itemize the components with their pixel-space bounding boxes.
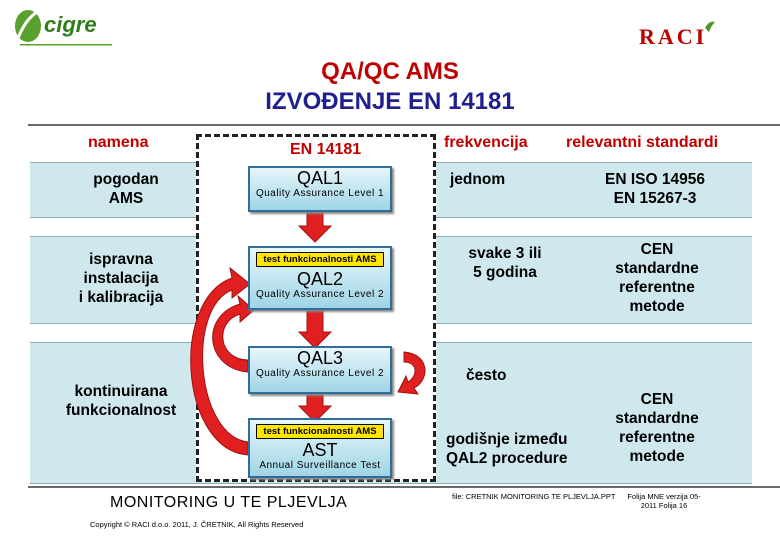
raci-logo: RACI — [635, 18, 720, 49]
ast-title: AST — [302, 440, 338, 460]
raci-logo-text: RACI — [639, 24, 707, 48]
col-head-namena: namena — [88, 134, 149, 151]
title-line-1: QA/QC AMS — [321, 58, 459, 85]
arrow-down-1 — [297, 211, 333, 243]
file-name: file: CRETNIK MONITORING TE PLJEVLJA.PPT — [452, 492, 616, 501]
top-divider — [28, 124, 780, 126]
arrow-loop-left-2 — [212, 294, 255, 373]
row3-frekvencija-top: često — [466, 367, 507, 384]
ast-test-label: test funkcionalnosti AMS — [256, 424, 384, 439]
footer-title: MONITORING U TE PLJEVLJA — [110, 494, 348, 511]
title-line-2: IZVOĐENJE EN 14181 — [265, 88, 515, 115]
col-head-en: EN 14181 — [290, 141, 362, 159]
copyright: Copyright © RACI d.o.o. 2011, J. ČRETNIK… — [90, 520, 304, 529]
qal2-box: test funkcionalnosti AMS QAL2 Quality As… — [248, 246, 392, 310]
ast-sub: Annual Surveillance Test — [259, 460, 381, 471]
qal2-sub: Quality Assurance Level 2 — [255, 289, 385, 300]
cigre-logo: cigre — [8, 4, 118, 50]
arrow-loop-right — [397, 351, 426, 395]
qal2-test-label: test funkcionalnosti AMS — [256, 252, 384, 267]
qal3-title: QAL3 — [296, 348, 344, 368]
qal1-sub: Quality Assurance Level 1 — [255, 188, 385, 199]
col-head-standardi: relevantni standardi — [566, 134, 719, 151]
bottom-divider — [28, 486, 780, 488]
cigre-logo-text: cigre — [44, 12, 97, 37]
qal2-title: QAL2 — [296, 269, 344, 289]
qal1-box: QAL1 Quality Assurance Level 1 — [248, 166, 392, 212]
col-head-frekvencija: frekvencija — [444, 134, 528, 151]
page-info: Folija MNE verzija 05- 2011 Folija 16 — [627, 492, 701, 510]
arrow-down-3 — [297, 391, 333, 423]
qal3-box: QAL3 Quality Assurance Level 2 — [248, 346, 392, 394]
arrow-down-2 — [297, 307, 333, 349]
qal3-sub: Quality Assurance Level 2 — [255, 368, 385, 379]
qal1-title: QAL1 — [296, 168, 344, 188]
ast-box: test funkcionalnosti AMS AST Annual Surv… — [248, 418, 392, 478]
row1-frekvencija: jednom — [450, 171, 506, 188]
